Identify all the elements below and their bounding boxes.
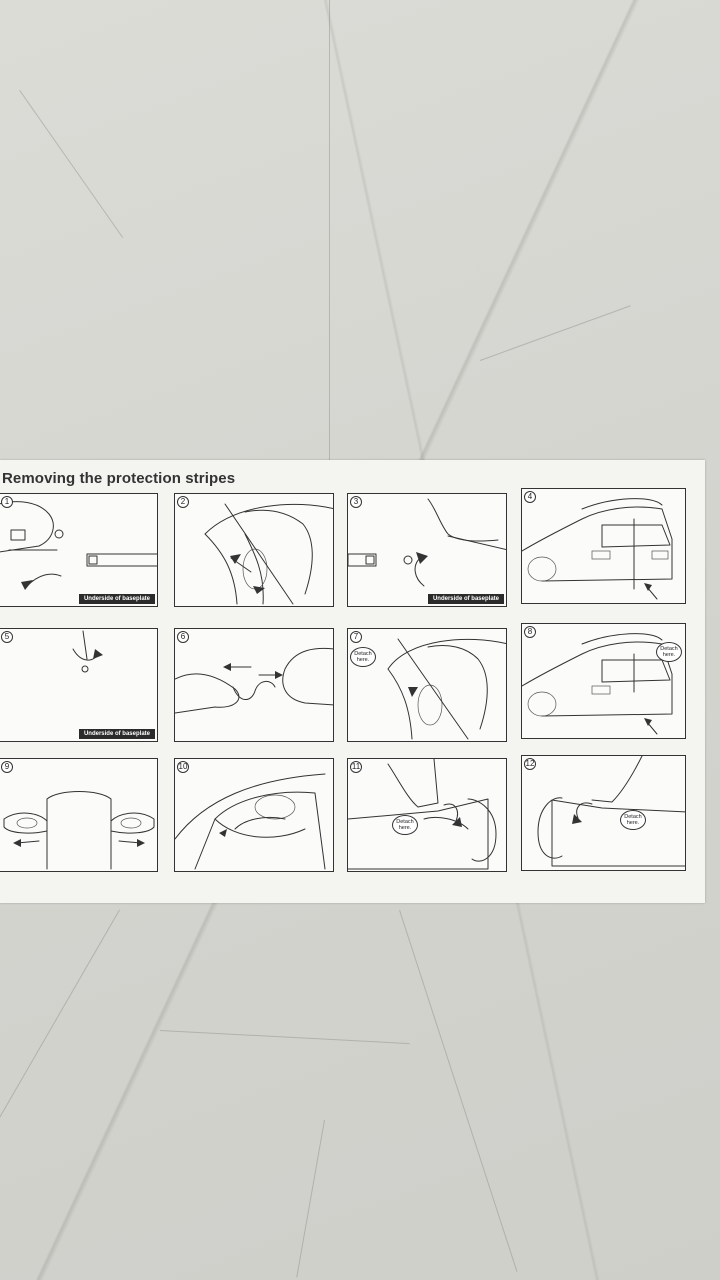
step-number: 3: [350, 496, 362, 508]
instruction-sheet: Removing the protection stripes 1 Unders…: [0, 460, 705, 903]
step-number: 4: [524, 491, 536, 503]
step-number: 8: [524, 626, 536, 638]
car-body-outline-icon: [175, 773, 326, 870]
car-body-outline-icon: [387, 638, 506, 740]
step-number: 1: [1, 496, 13, 508]
step-panel-12: 12 Detach here.: [521, 755, 686, 871]
step-caption: Underside of baseplate: [78, 594, 155, 604]
surface-crack: [399, 910, 518, 1272]
car-rear-outline-icon: [522, 498, 673, 600]
hand-icon: [348, 759, 497, 870]
step-panel-3: 3 Underside of baseplate: [347, 493, 507, 607]
car-rear-outline-icon: [522, 633, 673, 735]
step-number: 7: [350, 631, 362, 643]
screwdriver-icon: [348, 498, 506, 587]
step-number: 12: [524, 758, 536, 770]
step-panel-10: 10: [174, 758, 334, 872]
step-number: 10: [177, 761, 189, 773]
step-number: 5: [1, 631, 13, 643]
surface-crack: [0, 909, 121, 1136]
step-number: 6: [177, 631, 189, 643]
surface-crack: [19, 90, 124, 239]
surface-crack: [159, 1030, 410, 1045]
car-body-outline-icon: [3, 791, 155, 870]
step-number: 9: [1, 761, 13, 773]
step-caption: Underside of baseplate: [427, 594, 504, 604]
step-panel-7: 7 Detach here.: [347, 628, 507, 742]
sheet-title: Removing the protection stripes: [2, 470, 236, 487]
step-panel-2: 2: [174, 493, 334, 607]
step-panel-6: 6: [174, 628, 334, 742]
car-body-outline-icon: [204, 503, 333, 605]
detach-here-bubble: Detach here.: [620, 810, 646, 830]
detach-here-bubble: Detach here.: [656, 642, 682, 662]
step-panel-5: 5 Underside of baseplate: [0, 628, 158, 742]
screwdriver-icon: [0, 501, 157, 590]
hand-icon: [175, 647, 333, 714]
step-panel-11: 11 Detach here.: [347, 758, 507, 872]
detach-here-bubble: Detach here.: [350, 647, 376, 667]
surface-crack: [329, 0, 330, 470]
detach-here-bubble: Detach here.: [392, 815, 418, 835]
step-number: 2: [177, 496, 189, 508]
surface-crack: [296, 1119, 325, 1278]
step-panel-8: 8 Detach here.: [521, 623, 686, 739]
step-panel-4: 4: [521, 488, 686, 604]
step-panel-1: 1 Underside of baseplate: [0, 493, 158, 607]
step-panel-9: 9: [0, 758, 158, 872]
screw-icon: [72, 630, 103, 673]
surface-crack: [480, 305, 631, 361]
step-caption: Underside of baseplate: [78, 729, 155, 739]
step-number: 11: [350, 761, 362, 773]
hand-icon: [537, 756, 685, 867]
